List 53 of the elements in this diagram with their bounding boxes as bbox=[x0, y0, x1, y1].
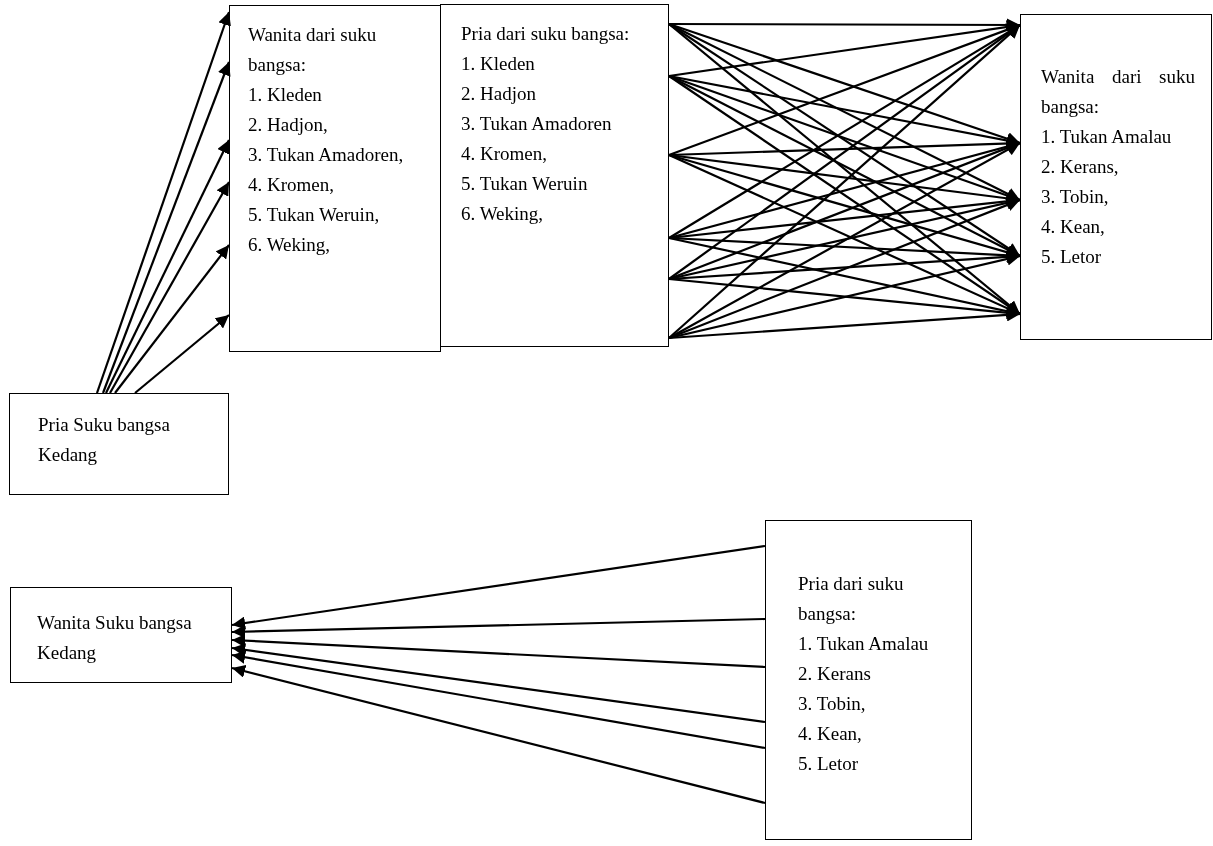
heading-text: Pria dari suku bangsa: bbox=[798, 572, 905, 626]
list-item: 3. Tukan Amadoren, bbox=[248, 143, 405, 167]
list-item: 6. Weking, bbox=[461, 202, 545, 226]
arrow bbox=[668, 142, 1021, 339]
text-box bbox=[10, 587, 232, 683]
list-item: 4. Kromen, bbox=[248, 173, 335, 197]
arrow bbox=[668, 140, 1021, 240]
heading-text: Wanita dari suku bangsa: bbox=[1041, 65, 1195, 119]
arrow bbox=[95, 11, 231, 394]
arrow bbox=[231, 544, 766, 630]
list-item: 4. Kean, bbox=[798, 722, 863, 746]
list-item: 3. Tobin, bbox=[1041, 185, 1110, 209]
arrow bbox=[231, 617, 766, 639]
arrow bbox=[105, 139, 230, 394]
list-item: 5. Tukan Weruin, bbox=[248, 203, 381, 227]
text-box bbox=[1020, 14, 1212, 340]
list-item: 2. Kerans bbox=[798, 662, 872, 686]
arrow bbox=[231, 643, 766, 724]
list-item: 6. Weking, bbox=[248, 233, 332, 257]
list-item: 3. Tukan Amadoren bbox=[461, 112, 613, 136]
list-item: 1. Tukan Amalau bbox=[798, 632, 930, 656]
arrow bbox=[668, 198, 1021, 340]
list-item: 2. Kerans, bbox=[1041, 155, 1120, 179]
heading-text: Wanita dari suku bangsa: bbox=[248, 23, 378, 77]
list-item: 3. Tobin, bbox=[798, 692, 867, 716]
arrow bbox=[134, 314, 230, 394]
list-item: 5. Letor bbox=[1041, 245, 1103, 269]
list-item: 2. Hadjon, bbox=[248, 113, 329, 137]
arrow bbox=[668, 141, 1021, 281]
arrow bbox=[668, 75, 1021, 315]
text-box bbox=[9, 393, 229, 495]
list-item: 4. Kromen, bbox=[461, 142, 548, 166]
list-item: 1. Tukan Amalau bbox=[1041, 125, 1173, 149]
arrow bbox=[668, 308, 1021, 340]
list-item: 1. Kleden bbox=[461, 52, 536, 76]
text-box bbox=[229, 5, 441, 352]
arrow bbox=[668, 74, 1021, 202]
heading-text: Pria dari suku bangsa: bbox=[461, 22, 631, 46]
list-item: 2. Hadjon bbox=[461, 82, 537, 106]
arrow bbox=[231, 634, 766, 669]
text-box bbox=[765, 520, 972, 840]
arrow bbox=[109, 181, 230, 394]
list-item: 5. Letor bbox=[798, 752, 860, 776]
arrow bbox=[114, 244, 230, 394]
list-item: 1. Kleden bbox=[248, 83, 323, 107]
text-box bbox=[440, 4, 669, 347]
list-item: 5. Tukan Weruin bbox=[461, 172, 589, 196]
list-item: 4. Kean, bbox=[1041, 215, 1106, 239]
arrow bbox=[231, 664, 766, 805]
box-text: Pria Suku bangsa Kedang bbox=[38, 413, 171, 467]
arrow bbox=[231, 650, 766, 750]
box-text: Wanita Suku bangsa Kedang bbox=[37, 611, 193, 665]
arrow bbox=[101, 61, 231, 394]
